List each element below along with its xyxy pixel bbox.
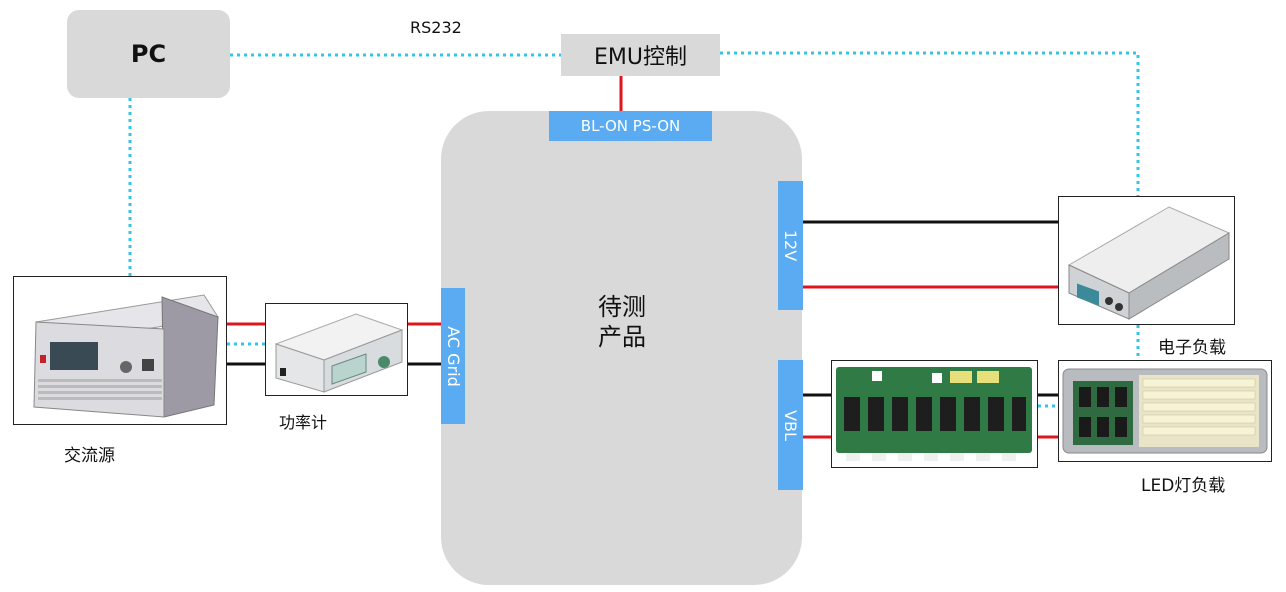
led-load-illustration bbox=[1062, 368, 1268, 454]
driver-board-illustration bbox=[836, 367, 1032, 461]
led-load-image bbox=[1058, 360, 1272, 462]
dut-label: 待测产品 bbox=[598, 293, 646, 351]
electronic-load-image bbox=[1058, 196, 1235, 325]
12v-label: 12V bbox=[781, 229, 800, 262]
emu-label: EMU控制 bbox=[594, 45, 687, 70]
12v-port: 12V bbox=[778, 181, 803, 310]
driver-board-image bbox=[831, 360, 1038, 468]
pc-label: PC bbox=[130, 40, 167, 68]
ac-grid-port: AC Grid bbox=[441, 288, 465, 424]
bl-on-ps-on-port: BL-ON PS-ON bbox=[549, 111, 712, 141]
ac-grid-label: AC Grid bbox=[443, 325, 463, 387]
vbl-port: VBL bbox=[778, 360, 803, 490]
rs232-label: RS232 bbox=[410, 18, 462, 37]
bl-on-ps-on-label: BL-ON PS-ON bbox=[580, 117, 681, 135]
electronic-load-label: 电子负载 bbox=[1158, 338, 1226, 358]
ac-source-label: 交流源 bbox=[64, 446, 115, 466]
vbl-label: VBL bbox=[781, 409, 800, 441]
electronic-load-illustration bbox=[1067, 206, 1231, 320]
device-under-test bbox=[441, 111, 802, 585]
comm-link-emu-eload bbox=[720, 51, 1140, 196]
ac-source-illustration bbox=[33, 294, 219, 418]
emu-control-block: EMU控制 bbox=[561, 34, 720, 76]
ac-source-image bbox=[13, 276, 227, 425]
pc-block: PC bbox=[67, 10, 230, 98]
led-load-label: LED灯负载 bbox=[1141, 476, 1226, 496]
power-meter-image bbox=[265, 303, 408, 396]
power-meter-label: 功率计 bbox=[279, 413, 328, 432]
power-meter-illustration bbox=[274, 313, 404, 393]
